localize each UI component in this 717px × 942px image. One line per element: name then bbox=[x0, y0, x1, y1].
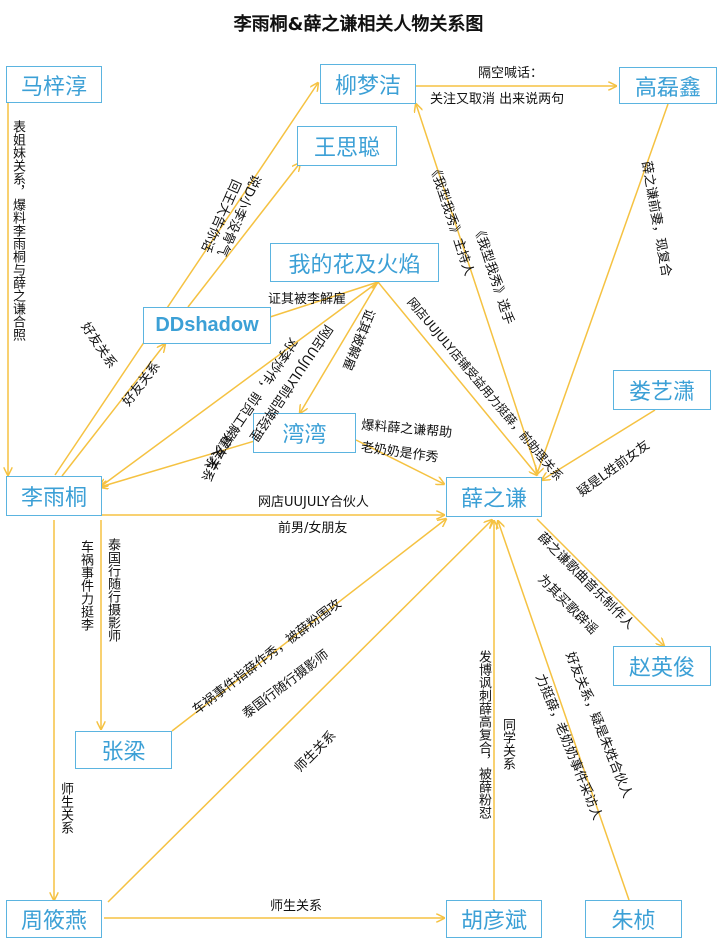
edge-liyutong-ddshadow bbox=[61, 344, 165, 477]
edge-zhuzhen-xuezhiqian bbox=[498, 521, 630, 901]
label-huyanbin-xuezhiqian-1: 发博讽刺薛高复合，被薛粉怼 bbox=[476, 650, 491, 819]
edge-xuezhiqian-liumengjie bbox=[416, 104, 539, 475]
node-huyanbin[interactable]: 胡彦斌 bbox=[446, 900, 542, 938]
edge-zhangliang-xuezhiqian bbox=[171, 519, 446, 732]
diagram-title: 李雨桐&薛之谦相关人物关系图 bbox=[233, 14, 484, 35]
label-liyutong-xuezhiqian-2: 前男/女朋友 bbox=[278, 521, 348, 536]
edge-wodehua-xuezhiqian bbox=[377, 281, 537, 475]
node-gaoleixin[interactable]: 高磊鑫 bbox=[619, 67, 717, 104]
node-wodehua[interactable]: 我的花及火焰 bbox=[270, 243, 439, 282]
edge-zhouxiaoyan-xuezhiqian bbox=[107, 520, 492, 903]
node-zhangliang[interactable]: 张梁 bbox=[75, 731, 172, 769]
label-liyutong-zhangliang-2: 车祸事件力挺李 bbox=[78, 540, 93, 631]
edge-xuezhiqian-zhaoyingjun bbox=[536, 518, 664, 646]
node-wanwan[interactable]: 湾湾 bbox=[253, 413, 356, 453]
label-liyutong-zhouxiaoyan: 师生关系 bbox=[58, 782, 73, 834]
edge-ddshadow-wangsicong bbox=[187, 163, 300, 308]
node-zhaoyingjun[interactable]: 赵英俊 bbox=[613, 646, 711, 686]
edge-wodehua-liyutong bbox=[100, 281, 379, 487]
node-xuezhiqian[interactable]: 薛之谦 bbox=[446, 477, 542, 517]
label-mazichun-liyutong: 表姐妹关系，爆料李雨桐与薛之谦合照 bbox=[10, 120, 25, 341]
label-liumengjie-gaoleixin-bottom: 关注又取消 出来说两句 bbox=[430, 92, 565, 107]
node-ddshadow[interactable]: DDshadow bbox=[143, 307, 271, 344]
edge-liyutong-liumengjie bbox=[54, 83, 318, 476]
label-zhouxiaoyan-huyanbin: 师生关系 bbox=[270, 899, 323, 914]
edge-wanwan-liyutong bbox=[100, 439, 259, 487]
label-liumengjie-gaoleixin-top: 隔空喊话： bbox=[478, 66, 544, 81]
edge-gaoleixin-xuezhiqian bbox=[537, 103, 669, 474]
node-liyutong[interactable]: 李雨桐 bbox=[6, 476, 102, 516]
node-zhuzhen[interactable]: 朱桢 bbox=[585, 900, 682, 938]
label-huyanbin-xuezhiqian-2: 同学关系 bbox=[500, 718, 515, 770]
label-liyutong-zhangliang-1: 泰国行随行摄影师 bbox=[105, 538, 120, 642]
node-mazichun[interactable]: 马梓淳 bbox=[6, 66, 102, 103]
edge-wodehua-wanwan bbox=[300, 281, 379, 413]
node-zhouxiaoyan[interactable]: 周筱燕 bbox=[6, 900, 102, 938]
label-ddshadow-wodehua: 证其被李解雇 bbox=[268, 292, 347, 307]
node-louyixiao[interactable]: 娄艺潇 bbox=[613, 370, 711, 410]
edge-louyixiao-xuezhiqian bbox=[542, 409, 656, 480]
edge-ddshadow-wodehua bbox=[269, 282, 378, 318]
label-liyutong-xuezhiqian-1: 网店UUJULY合伙人 bbox=[258, 495, 369, 510]
node-liumengjie[interactable]: 柳梦洁 bbox=[320, 64, 416, 104]
node-wangsicong[interactable]: 王思聪 bbox=[297, 126, 397, 166]
edge-wanwan-xuezhiqian bbox=[355, 439, 444, 484]
